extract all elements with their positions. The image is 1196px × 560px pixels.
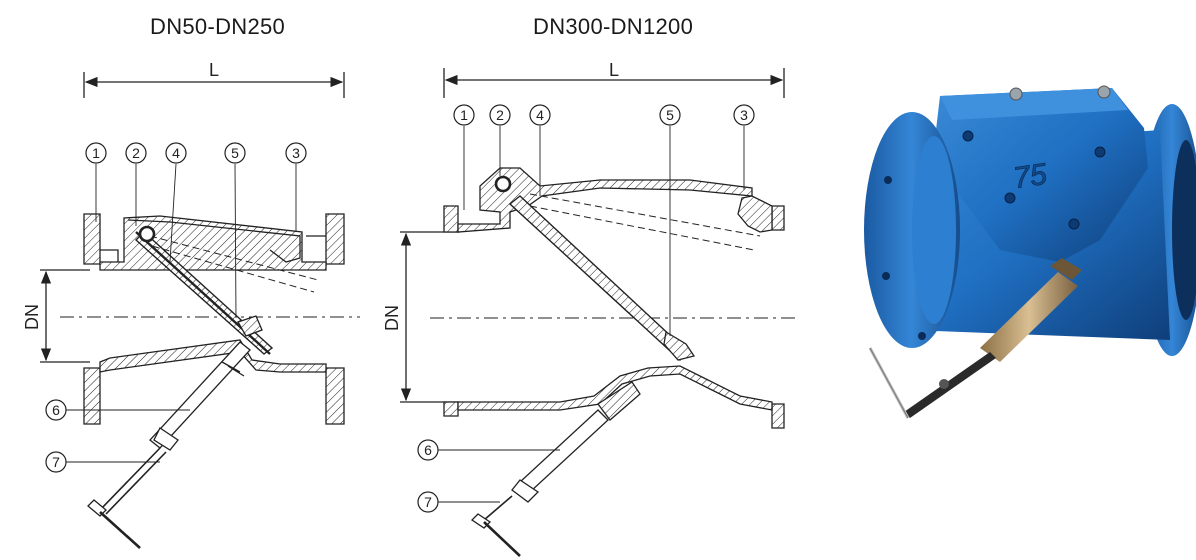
large-valve-callouts: 1 2 4 5 3 6 7 L DN (382, 60, 755, 513)
callout-1-large: 1 (453, 104, 475, 126)
svg-text:7: 7 (52, 454, 60, 470)
large-valve-drawing (400, 68, 800, 557)
length-label: L (209, 60, 219, 80)
svg-text:4: 4 (172, 145, 180, 161)
svg-text:6: 6 (424, 442, 432, 458)
length-label-large: L (609, 60, 619, 80)
svg-text:5: 5 (231, 145, 239, 161)
callout-7: 7 (45, 451, 67, 473)
svg-text:2: 2 (496, 107, 504, 123)
title-large-valve: DN300-DN1200 (533, 14, 694, 39)
callout-3: 3 (285, 142, 307, 164)
small-valve-callouts: 1 2 4 5 3 6 7 L DN (22, 60, 307, 473)
casting-mark: 75 (1011, 158, 1049, 195)
svg-text:7: 7 (424, 494, 432, 510)
svg-text:4: 4 (536, 107, 544, 123)
title-small-valve: DN50-DN250 (150, 14, 286, 39)
svg-text:3: 3 (740, 107, 748, 123)
callout-2-large: 2 (489, 104, 511, 126)
callout-5-large: 5 (659, 104, 681, 126)
callout-4: 4 (165, 142, 187, 164)
svg-text:5: 5 (666, 107, 674, 123)
svg-text:1: 1 (92, 145, 100, 161)
callout-6: 6 (45, 399, 67, 421)
callout-3-large: 3 (733, 104, 755, 126)
svg-text:2: 2 (132, 145, 140, 161)
svg-text:3: 3 (292, 145, 300, 161)
diameter-label-large: DN (382, 305, 402, 331)
svg-text:1: 1 (460, 107, 468, 123)
callout-5: 5 (224, 142, 246, 164)
svg-text:6: 6 (52, 402, 60, 418)
callout-1: 1 (85, 142, 107, 164)
callout-2: 2 (125, 142, 147, 164)
diameter-label: DN (22, 304, 42, 330)
valve-product-photo: 75 (864, 85, 1196, 419)
callout-6-large: 6 (417, 439, 439, 461)
callout-4-large: 4 (529, 104, 551, 126)
callout-7-large: 7 (417, 491, 439, 513)
small-valve-drawing (40, 72, 360, 549)
